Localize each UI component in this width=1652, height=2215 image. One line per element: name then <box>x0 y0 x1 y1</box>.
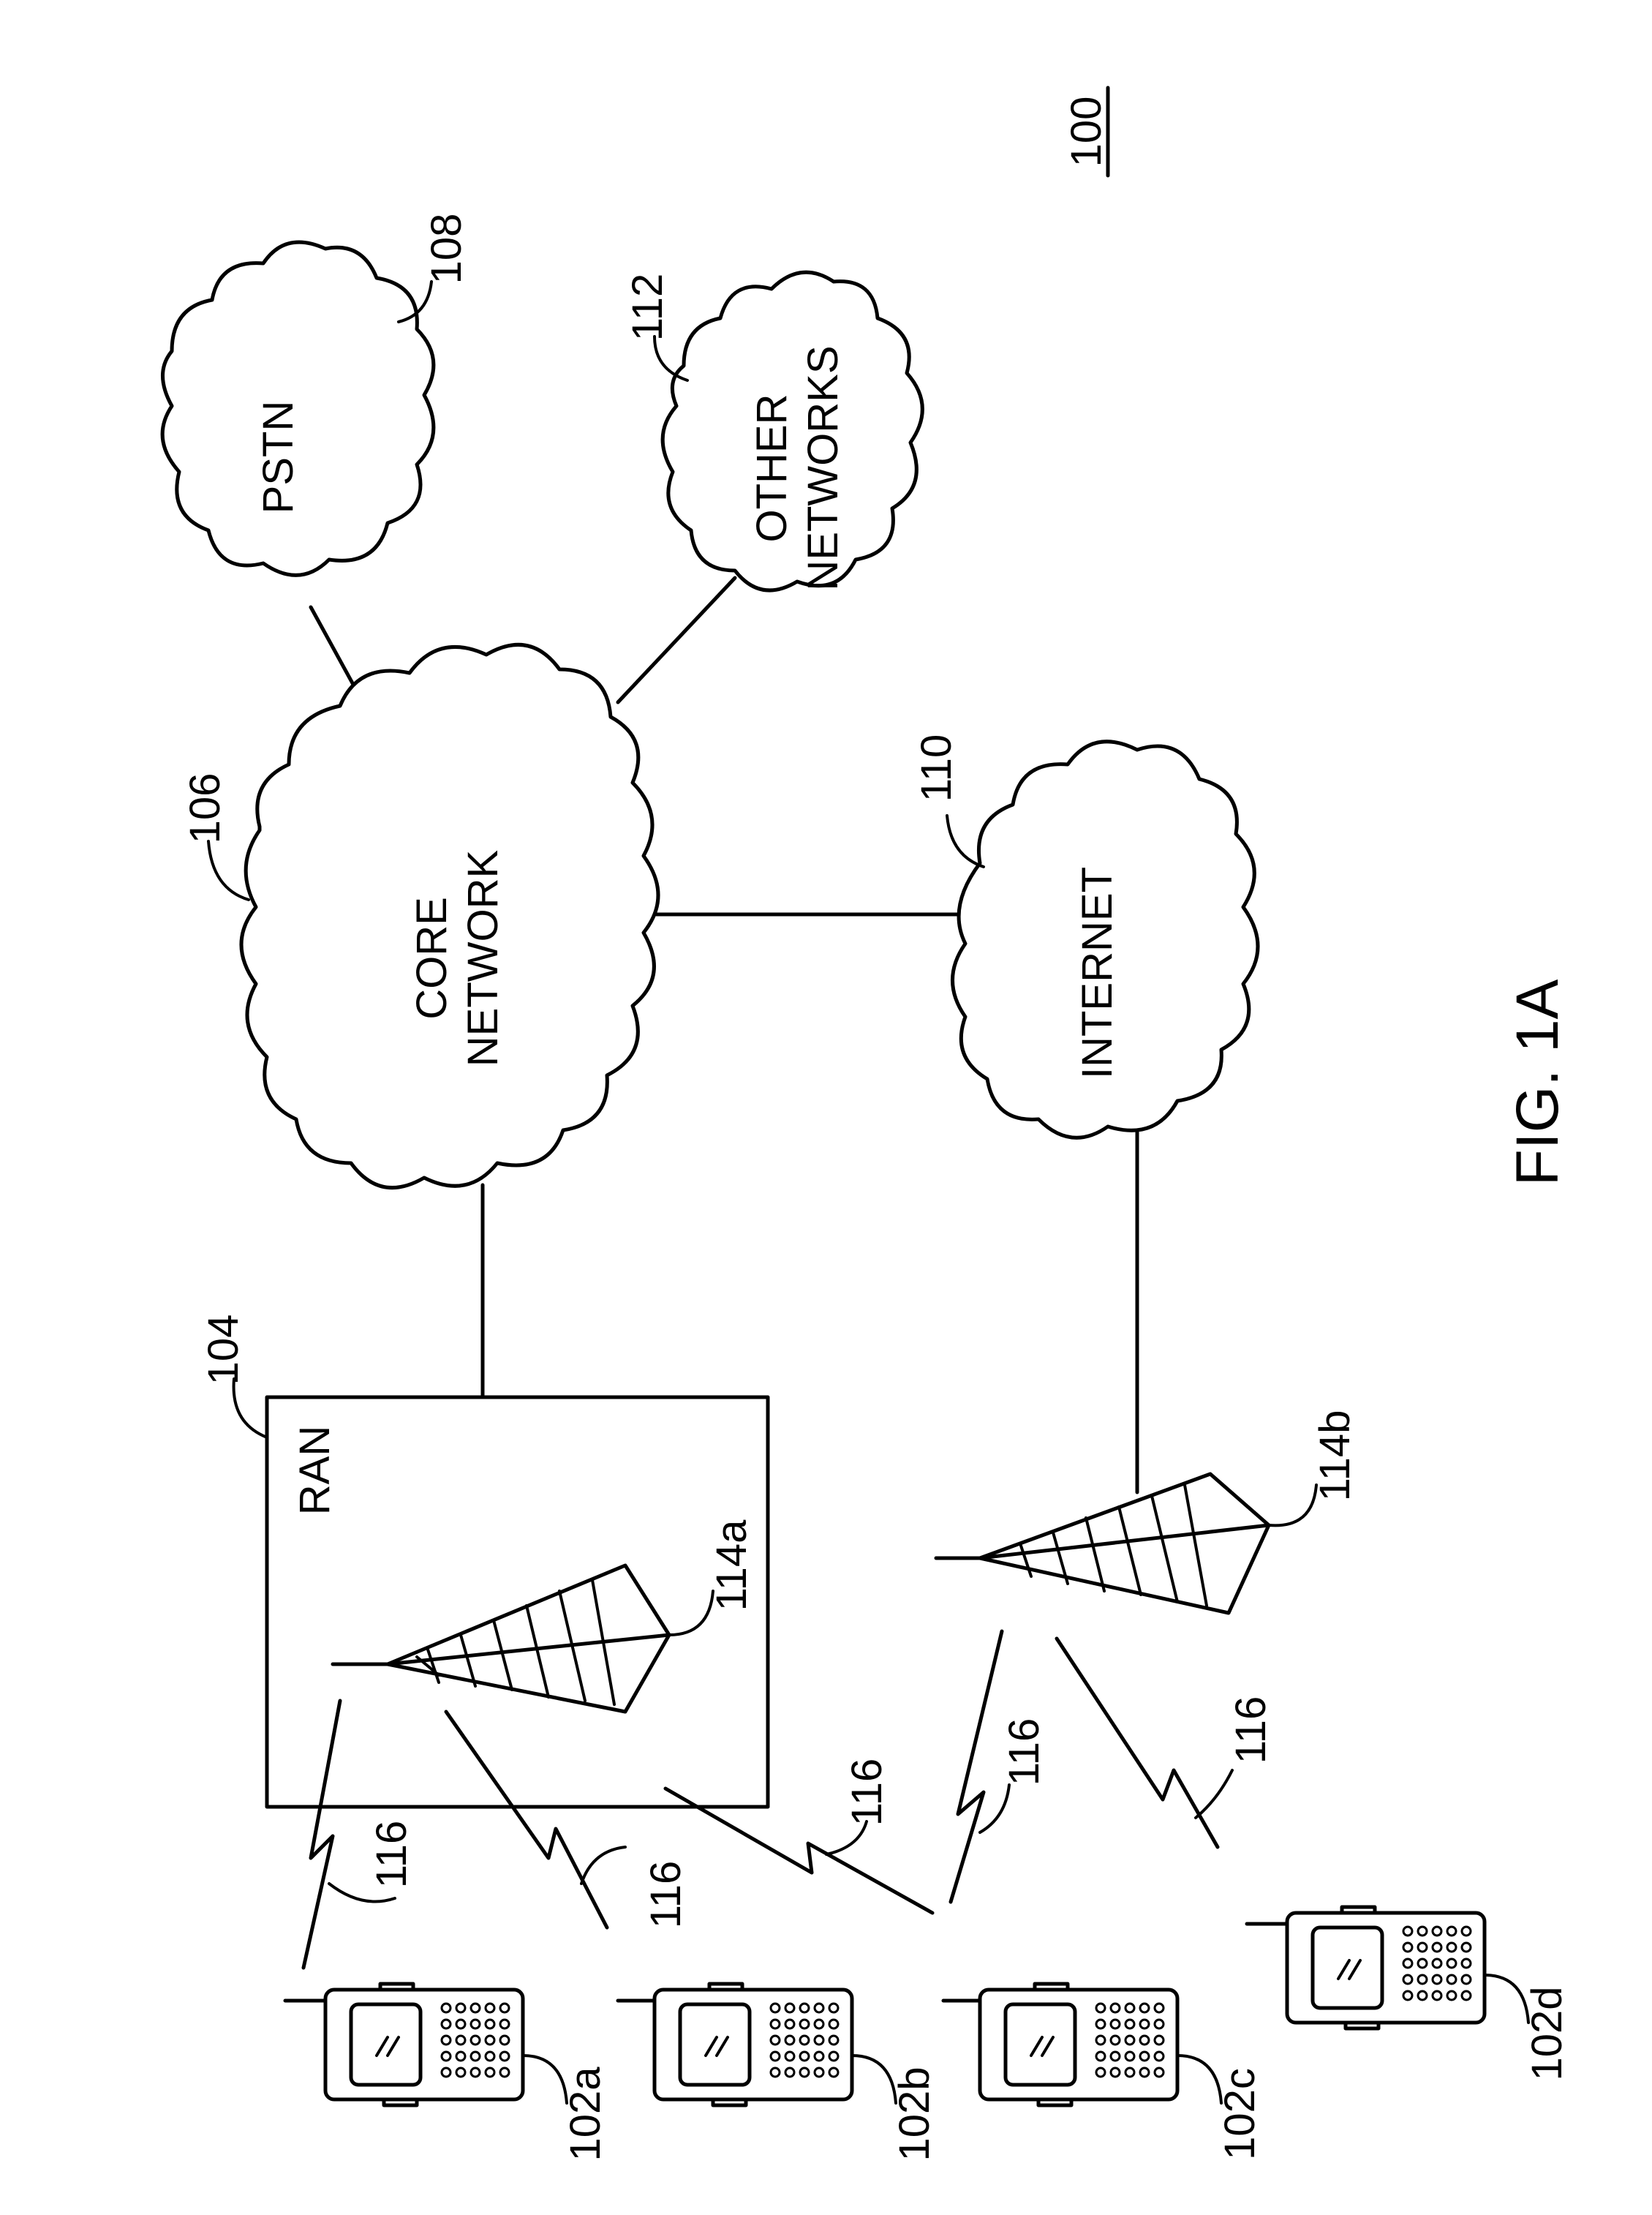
antenna-tower-icon <box>333 1565 669 1712</box>
wtru-102b-ref: 102b <box>891 2067 938 2161</box>
svg-text:FIG. 1A: FIG. 1A <box>1504 979 1571 1186</box>
antenna-tower-icon <box>936 1474 1269 1613</box>
svg-text:116: 116 <box>1227 1696 1275 1764</box>
ran-border <box>267 1397 768 1807</box>
air-interface-4: 116 <box>951 1631 1048 1902</box>
internet-label: INTERNET <box>1074 867 1121 1079</box>
wtru-102a: 102a <box>285 1984 609 2162</box>
core-network-ref: 106 <box>181 773 229 844</box>
tower-a-ref: 114a <box>708 1519 755 1611</box>
svg-text:116: 116 <box>1000 1718 1048 1786</box>
core-network-label-line1: CORE <box>408 897 456 1020</box>
ran-leader <box>234 1379 267 1437</box>
lightning-bolt-icon <box>951 1631 1002 1902</box>
internet-cloud: INTERNET 110 <box>913 734 1258 1138</box>
link-core-other-networks <box>618 578 735 702</box>
wtru-102b: 102b <box>618 1984 938 2162</box>
svg-text:116: 116 <box>368 1821 415 1888</box>
other-networks-label-line1: OTHER <box>748 394 796 543</box>
internet-ref: 110 <box>913 734 960 802</box>
base-station-a: 114a <box>333 1519 755 1712</box>
pstn-ref: 108 <box>423 214 470 285</box>
wtru-102d: 102d <box>1247 1907 1571 2081</box>
core-network-leader <box>208 841 249 900</box>
mobile-phone-icon <box>1247 1907 1485 2028</box>
other-networks-ref: 112 <box>624 274 671 341</box>
tower-b-leader <box>1269 1485 1316 1525</box>
wtru-102c-ref: 102c <box>1216 2068 1264 2160</box>
air-interface-2: 116 <box>446 1712 690 1928</box>
other-networks-cloud: OTHER NETWORKS 112 <box>624 272 922 590</box>
mobile-phone-icon <box>943 1984 1177 2105</box>
svg-text:116: 116 <box>642 1861 690 1928</box>
ran-label: RAN <box>291 1426 339 1515</box>
svg-text:100: 100 <box>1063 97 1110 168</box>
pstn-label: PSTN <box>254 401 302 514</box>
figure-number: 100 <box>1063 88 1110 176</box>
lightning-bolt-icon <box>1057 1639 1218 1847</box>
wtru-102c: 102c <box>943 1984 1264 2160</box>
mobile-phone-icon <box>618 1984 852 2105</box>
other-networks-label-line2: NETWORKS <box>799 345 847 590</box>
wtru-102d-ref: 102d <box>1523 1986 1571 2080</box>
pstn-cloud: PSTN 108 <box>162 214 470 576</box>
air-interface-1: 116 <box>303 1701 415 1968</box>
tower-a-leader <box>669 1591 713 1635</box>
core-network-cloud: CORE NETWORK 106 <box>181 644 658 1187</box>
air-interface-3: 116 <box>665 1759 932 1913</box>
base-station-b: 114b <box>936 1410 1359 1613</box>
mobile-phone-icon <box>285 1984 523 2105</box>
lightning-bolt-icon <box>446 1712 607 1928</box>
tower-b-ref: 114b <box>1311 1410 1359 1502</box>
ran-ref: 104 <box>200 1315 247 1385</box>
air-interfaces: 116 116 116 116 <box>303 1631 1275 1968</box>
svg-text:116: 116 <box>843 1759 891 1826</box>
core-network-label-line2: NETWORK <box>459 849 507 1067</box>
air-interface-5: 116 <box>1057 1639 1275 1847</box>
figure-caption: FIG. 1A <box>1504 979 1571 1186</box>
wtru-102a-ref: 102a <box>562 2067 609 2162</box>
lightning-bolt-icon <box>303 1701 340 1968</box>
